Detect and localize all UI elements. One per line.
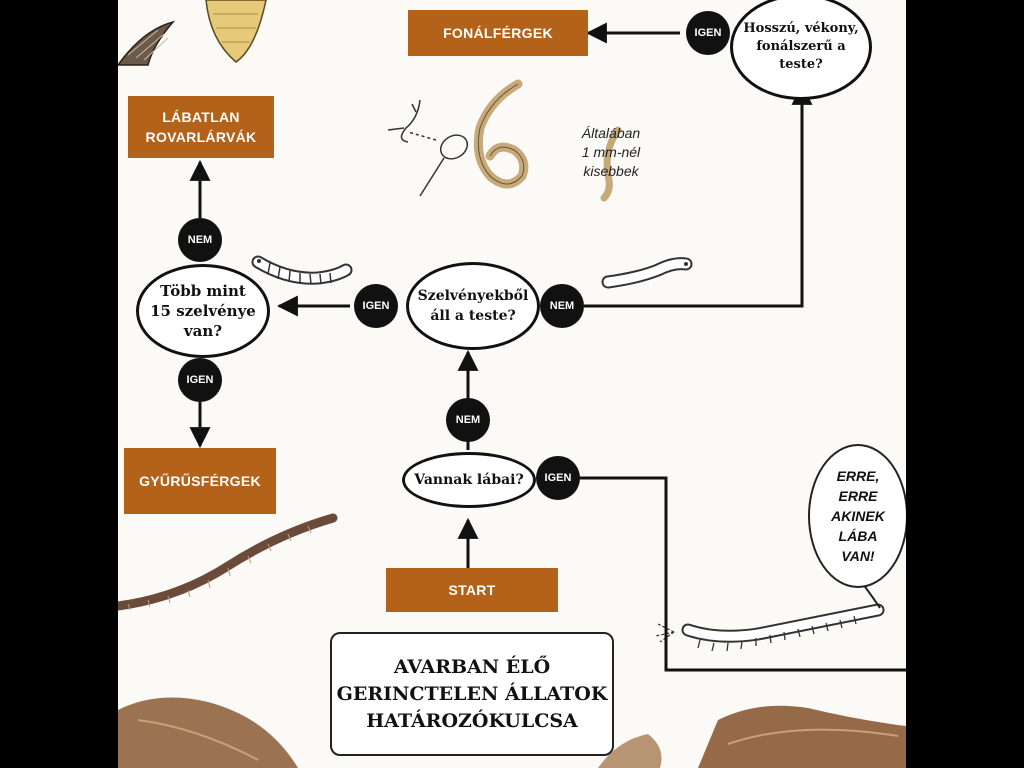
question-vannak-labai-label: Vannak lábai? [414, 472, 524, 488]
question-hosszu-line3: teste? [779, 57, 823, 72]
key-title-line3: HATÁROZÓKULCSA [366, 709, 578, 732]
key-title-line1: AVARBAN ÉLŐ [393, 655, 551, 678]
millipede-illustration [655, 603, 885, 652]
answer-nem-label: NEM [187, 234, 213, 246]
key-title: AVARBAN ÉLŐ GERINCTELEN ÁLLATOK HATÁROZÓ… [330, 632, 614, 756]
answer-igen-label: IGEN [362, 300, 390, 312]
question-szelvenyekbol: Szelvényekből áll a teste? [406, 262, 540, 350]
leaves-illustration [118, 697, 906, 768]
result-labatlan-label-line1: LÁBATLAN [162, 109, 240, 125]
question-tobb-mint-15: Több mint 15 szelvénye van? [136, 264, 270, 358]
earthworm-illustration [118, 513, 338, 611]
answer-igen-tobb-mint: IGEN [178, 358, 222, 402]
question-hosszu-vekony: Hosszú, vékony, fonálszerű a teste? [730, 0, 872, 100]
key-diagram: FONÁLFÉRGEK LÁBATLAN ROVARLÁRVÁK GYŰRŰSF… [118, 0, 906, 768]
answer-igen-szelvenyekbol: IGEN [354, 284, 398, 328]
question-tobb-mint-line1: Több mint [160, 282, 246, 300]
result-gyurusfergek-label: GYŰRŰSFÉRGEK [139, 473, 261, 489]
answer-igen-hosszu: IGEN [686, 11, 730, 55]
snail-shell-illustration [118, 20, 176, 66]
size-note-line1: Általában [581, 125, 641, 141]
speech-bubble-line5: VAN! [841, 548, 875, 564]
diagram-lines-and-illustrations [118, 0, 906, 768]
result-gyurusfergek: GYŰRŰSFÉRGEK [124, 448, 276, 514]
size-note-line2: 1 mm-nél [581, 144, 641, 160]
speech-bubble-line4: LÁBA [838, 528, 878, 544]
result-labatlan-label-line2: ROVARLÁRVÁK [145, 129, 257, 145]
size-note: Általában 1 mm-nél kisebbek [566, 124, 656, 181]
question-szelvenyekbol-line2: áll a teste? [430, 308, 516, 324]
speech-bubble: ERRE, ERRE AKINEK LÁBA VAN! [808, 444, 906, 588]
question-tobb-mint-line2: 15 szelvénye [150, 302, 256, 320]
answer-nem-label: NEM [455, 414, 481, 426]
question-szelvenyekbol-line1: Szelvényekből [417, 288, 529, 304]
nematode-illustration [387, 79, 622, 202]
answer-igen-vannak-labai: IGEN [536, 456, 580, 500]
speech-bubble-line2: ERRE [838, 488, 878, 504]
larva-illustration [205, 0, 267, 63]
start-box: START [386, 568, 558, 612]
size-note-line3: kisebbek [583, 163, 639, 179]
result-labatlan-rovarlarvak: LÁBATLAN ROVARLÁRVÁK [128, 96, 274, 158]
smooth-worm-illustration [601, 257, 693, 289]
key-title-line2: GERINCTELEN ÁLLATOK [336, 682, 608, 705]
speech-bubble-line1: ERRE, [836, 468, 880, 484]
result-fonalfergek: FONÁLFÉRGEK [408, 10, 588, 56]
answer-igen-label: IGEN [186, 374, 214, 386]
answer-nem-vannak-labai: NEM [446, 398, 490, 442]
answer-nem-label: NEM [549, 300, 575, 312]
result-fonalfergek-label: FONÁLFÉRGEK [443, 25, 553, 41]
answer-igen-label: IGEN [694, 27, 722, 39]
start-label: START [448, 582, 496, 598]
segmented-worm-illustration [251, 255, 353, 285]
question-hosszu-line1: Hosszú, vékony, [743, 21, 859, 36]
question-hosszu-line2: fonálszerű a [756, 39, 846, 54]
answer-nem-szelvenyekbol: NEM [540, 284, 584, 328]
speech-bubble-line3: AKINEK [831, 508, 885, 524]
question-vannak-labai: Vannak lábai? [402, 452, 536, 508]
answer-igen-label: IGEN [544, 472, 572, 484]
question-tobb-mint-line3: van? [183, 322, 223, 340]
answer-nem-tobb-mint: NEM [178, 218, 222, 262]
